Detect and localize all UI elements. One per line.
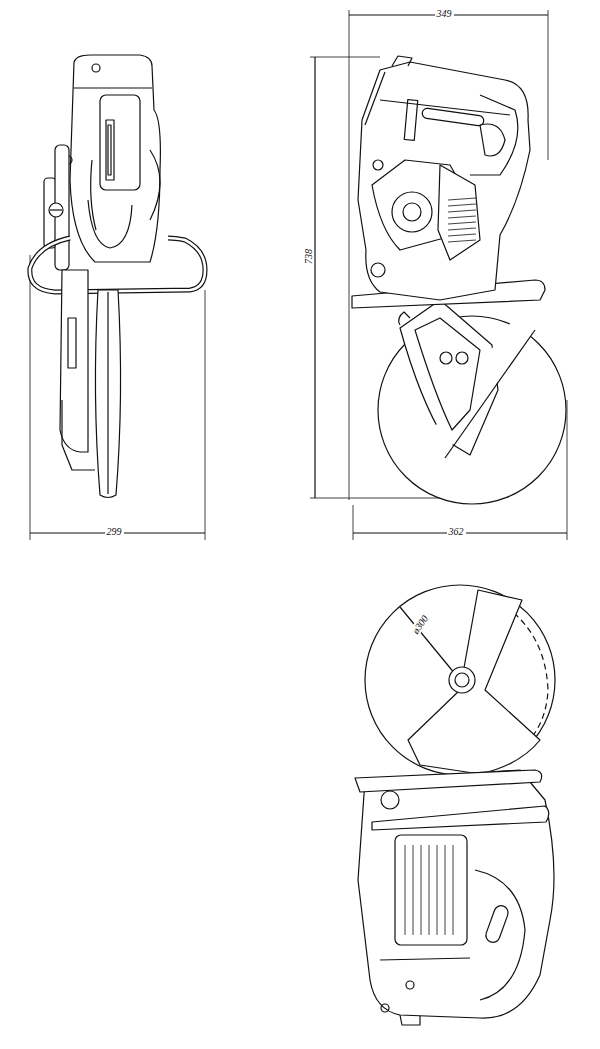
front-view [30,55,205,540]
side-view [310,10,567,540]
dimension-label: 362 [447,526,466,537]
dimension-label: 299 [105,526,124,537]
dimension-label: 738 [303,247,314,266]
dimension-label: 349 [435,8,454,19]
top-view [355,585,555,1025]
